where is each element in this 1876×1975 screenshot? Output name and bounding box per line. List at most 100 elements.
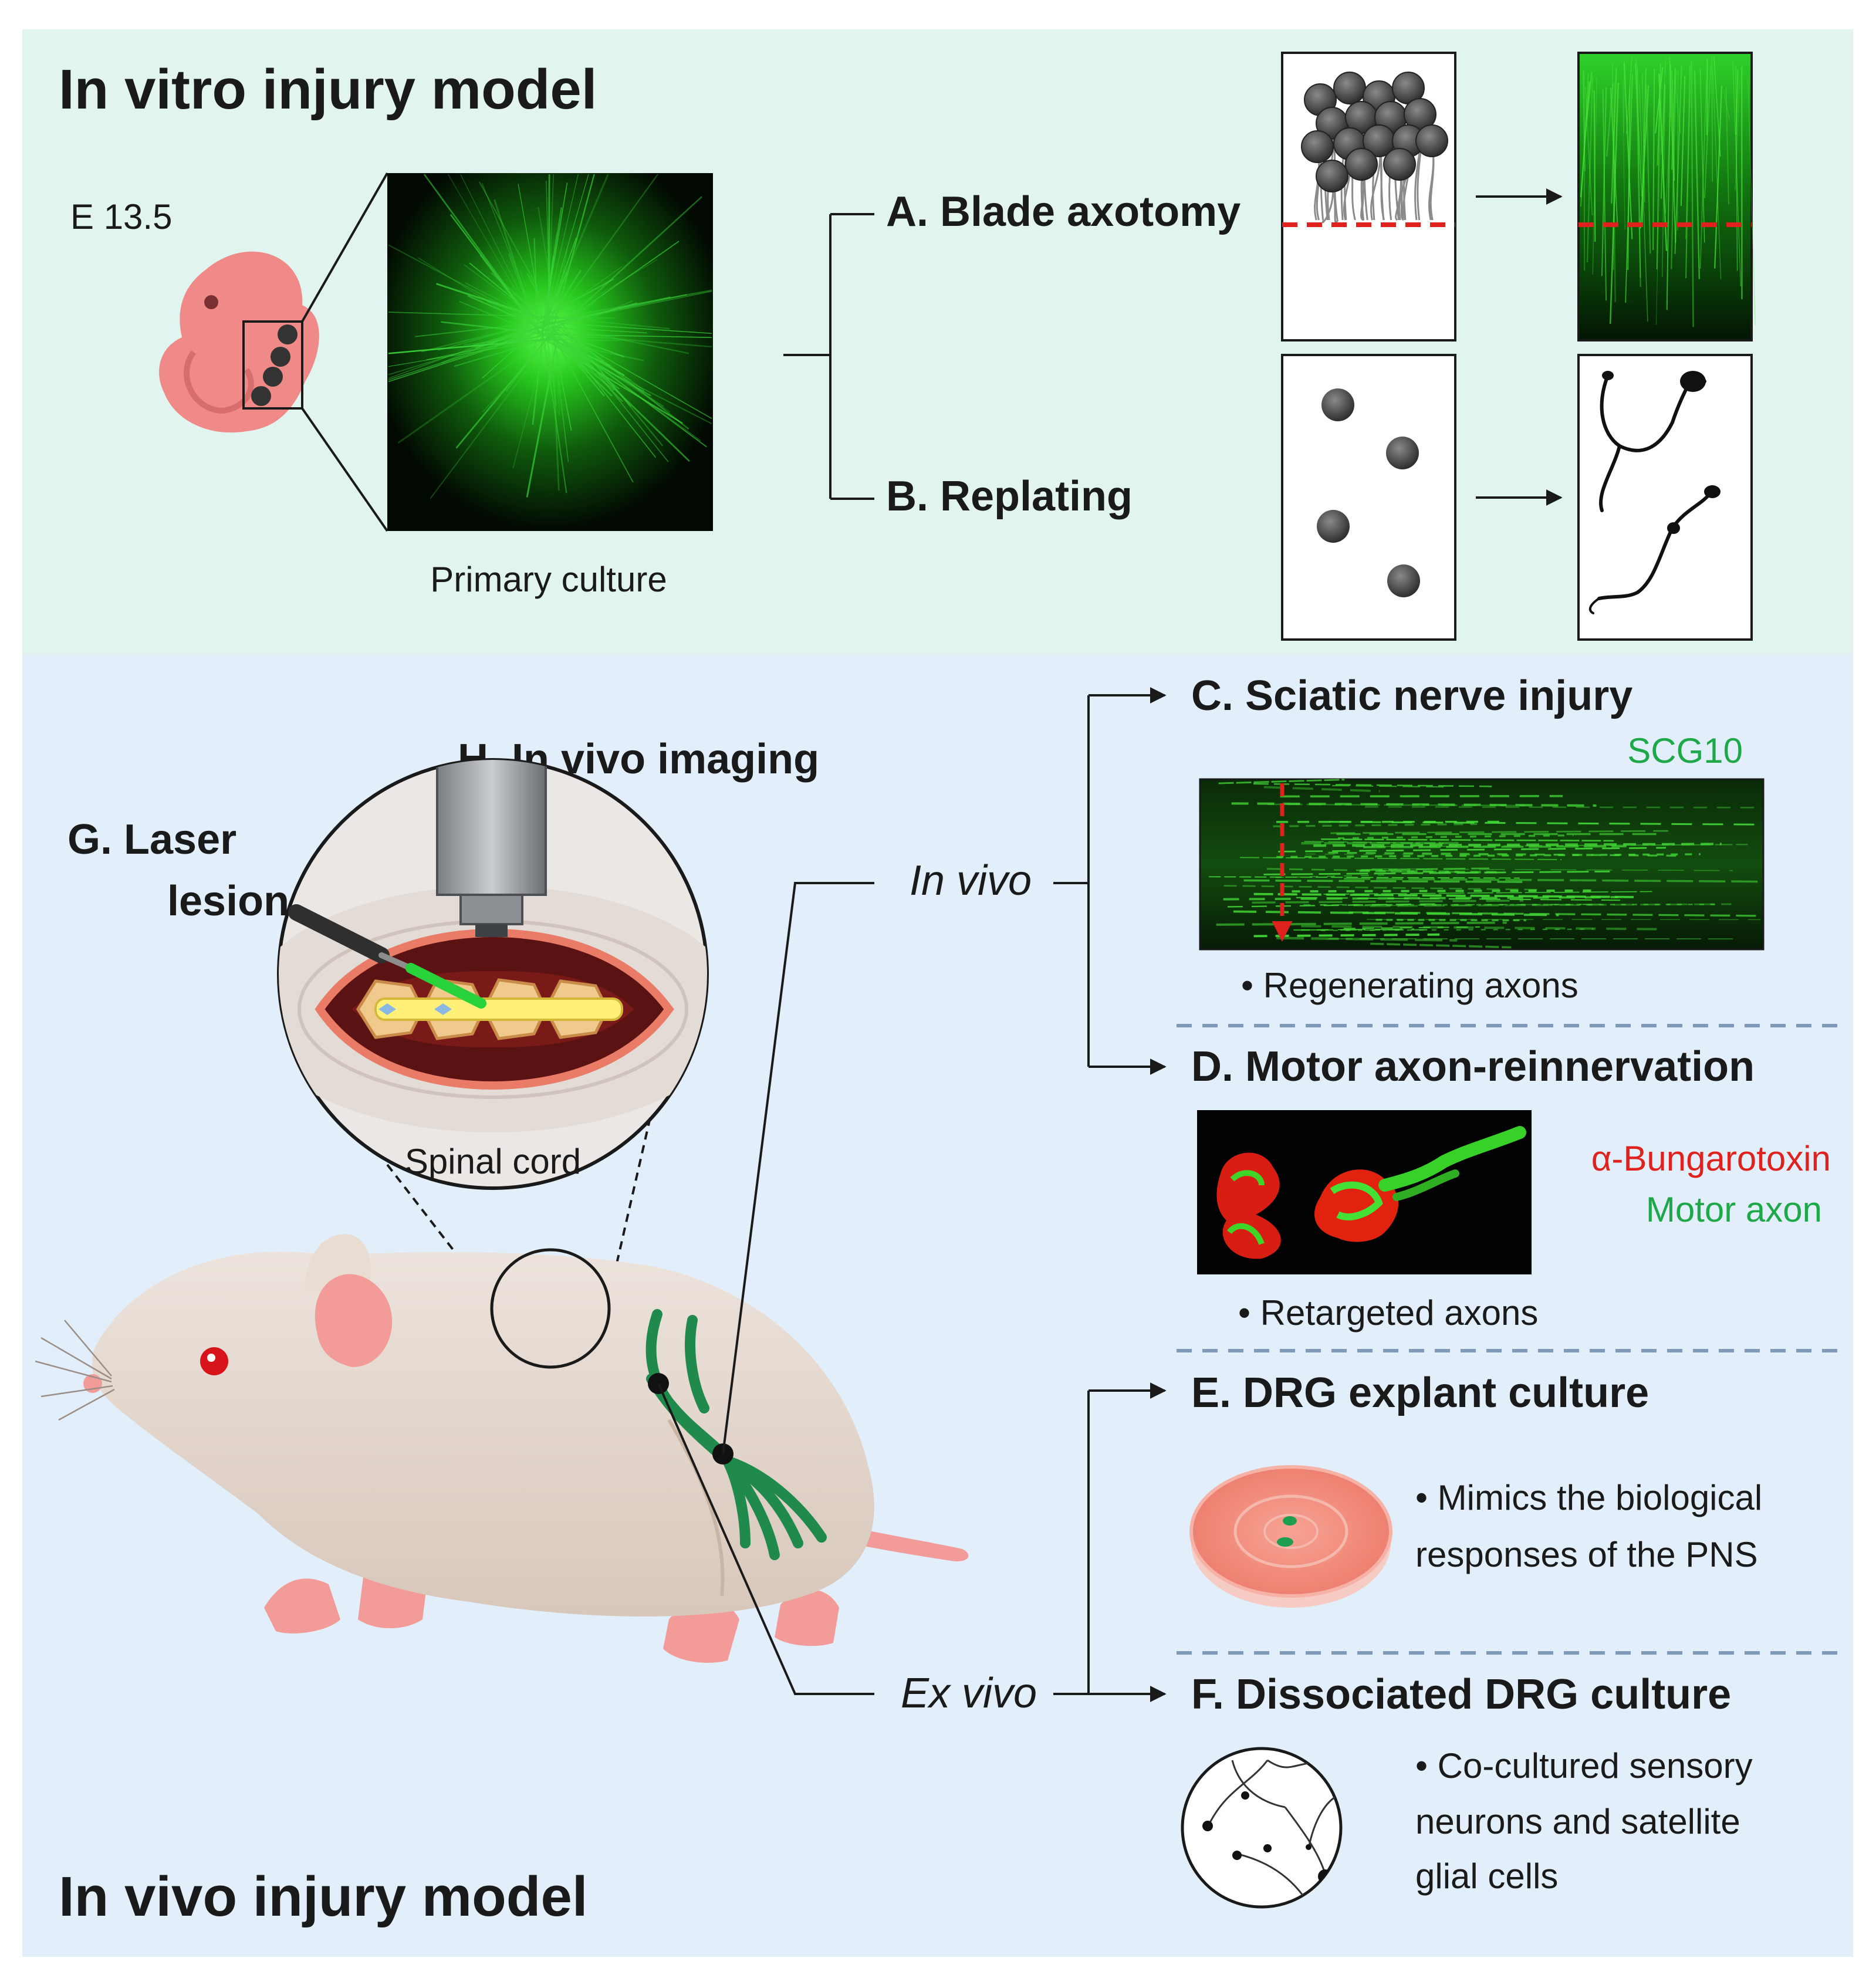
- axon-fibre: [541, 323, 590, 353]
- replated-cell: [1317, 510, 1350, 543]
- axon-fibre: [547, 174, 555, 337]
- axon-fibre: [1231, 802, 1597, 807]
- axon-fibre: [532, 320, 546, 425]
- regrowing-axons: [1580, 56, 1756, 327]
- sciatic-nerve-image: [1199, 778, 1765, 951]
- spinal-cord-label: Spinal cord: [405, 1142, 581, 1181]
- axon-fibre: [1661, 83, 1666, 199]
- axon-fibre: [1622, 79, 1625, 230]
- axon-fibre: [1305, 853, 1514, 856]
- axon-fibre: [1685, 66, 1691, 279]
- f-note-line2: neurons and satellite: [1415, 1802, 1740, 1841]
- neuron-soma: [1301, 130, 1334, 163]
- replated-neuron-soma: [1680, 371, 1706, 392]
- axon-fibre: [1694, 71, 1701, 279]
- axon-fibre: [1661, 59, 1666, 155]
- axon-fibre: [1637, 66, 1641, 278]
- mouse-illustration: [35, 1234, 969, 1663]
- c-note: • Regenerating axons: [1241, 966, 1578, 1005]
- e-note-line2: responses of the PNS: [1415, 1535, 1758, 1574]
- axon-fibre: [548, 334, 613, 397]
- replated-neuron-soma: [1704, 485, 1720, 498]
- axon-fibre: [1641, 73, 1645, 202]
- axon-fibre: [1301, 928, 1415, 931]
- axon-fibre: [546, 174, 658, 329]
- connector-in-vivo: [722, 882, 874, 1455]
- replated-neuron-soma: [1602, 371, 1614, 380]
- axon-fibre: [1223, 885, 1540, 891]
- axon-fibre: [478, 181, 559, 326]
- in-vivo-bracket: [1053, 695, 1090, 1067]
- axon-fibre: [552, 316, 669, 462]
- axon-fibre: [512, 328, 550, 469]
- axon-fibre: [460, 174, 542, 335]
- f-title: F. Dissociated DRG culture: [1191, 1671, 1731, 1718]
- axon-fibre: [533, 238, 539, 329]
- axon-fibre: [552, 334, 572, 431]
- axon-fibre: [388, 312, 560, 318]
- axon-fibre: [543, 338, 683, 424]
- axon-fibre: [543, 174, 589, 331]
- axon-fibre: [551, 322, 712, 334]
- axon-fibre: [1712, 69, 1722, 279]
- embryo-illustration: [159, 251, 319, 433]
- drg-explant: [1277, 1537, 1293, 1547]
- zoom-line-bottom: [301, 407, 388, 532]
- axon-fibre: [1669, 57, 1676, 244]
- axon-fibre: [552, 327, 690, 462]
- axon-fibre: [388, 244, 538, 325]
- axon-fibre: [1725, 87, 1729, 205]
- spinal-cord: [374, 997, 623, 1021]
- in-vivo-title: In vivo injury model: [59, 1865, 588, 1928]
- axon-fibre: [1611, 67, 1617, 204]
- axon-fibre: [558, 326, 689, 430]
- axon-fibre: [1655, 67, 1664, 134]
- mouse-ear: [315, 1274, 393, 1367]
- replated-cell: [1321, 388, 1354, 421]
- f-note-line3: glial cells: [1415, 1856, 1558, 1896]
- axon-fibre: [482, 337, 553, 412]
- axon-fibre: [464, 264, 555, 333]
- embryo-stage-label: E 13.5: [70, 197, 172, 236]
- axon-fibre: [486, 300, 557, 324]
- in-vitro-panel: [22, 29, 1853, 654]
- dissociated-drg-image: [1181, 1747, 1343, 1909]
- zoom-line-top: [301, 173, 388, 322]
- neuron-soma: [1316, 160, 1348, 192]
- axon-fibre: [1243, 879, 1523, 883]
- axon-fibre: [542, 337, 712, 424]
- axon-fibre: [441, 321, 556, 336]
- axon-fibre: [1363, 845, 1627, 848]
- axon-fibre: [1223, 896, 1619, 901]
- axon-fibre: [557, 300, 633, 333]
- axon-fibre: [1645, 84, 1651, 254]
- axon-fibre: [541, 174, 609, 329]
- neuron-cluster: [1301, 72, 1448, 224]
- petri-dish: [1189, 1465, 1392, 1608]
- axon-fibre: [1640, 84, 1649, 229]
- g-label-line1: G. Laser: [67, 816, 236, 863]
- axon-fibre: [540, 182, 568, 340]
- axon-fibre: [1611, 63, 1616, 302]
- axon-fibre: [1735, 81, 1740, 191]
- ex-vivo-label: Ex vivo: [901, 1670, 1037, 1717]
- neuron-soma: [1383, 148, 1416, 181]
- axon-fibre: [421, 318, 553, 353]
- branch-bracket: [783, 213, 874, 500]
- axon-fibre: [482, 183, 538, 323]
- axon-fibre: [1371, 868, 1733, 871]
- d-note: • Retargeted axons: [1238, 1293, 1538, 1333]
- axon-fibre: [388, 327, 551, 380]
- embryo-zoom-box: [242, 320, 303, 410]
- axon-fibre: [1321, 838, 1614, 842]
- axon-fibre: [1625, 74, 1633, 303]
- axon-fibre: [1592, 77, 1597, 275]
- d-title: D. Motor axon-reinnervation: [1191, 1043, 1755, 1090]
- axon-fibre: [538, 320, 631, 381]
- axon-fibre: [1209, 876, 1520, 879]
- axon-fibre: [388, 338, 551, 354]
- axon-fibre: [1273, 823, 1478, 827]
- axon-fibre: [1713, 56, 1721, 157]
- axon-fibre: [1320, 928, 1594, 931]
